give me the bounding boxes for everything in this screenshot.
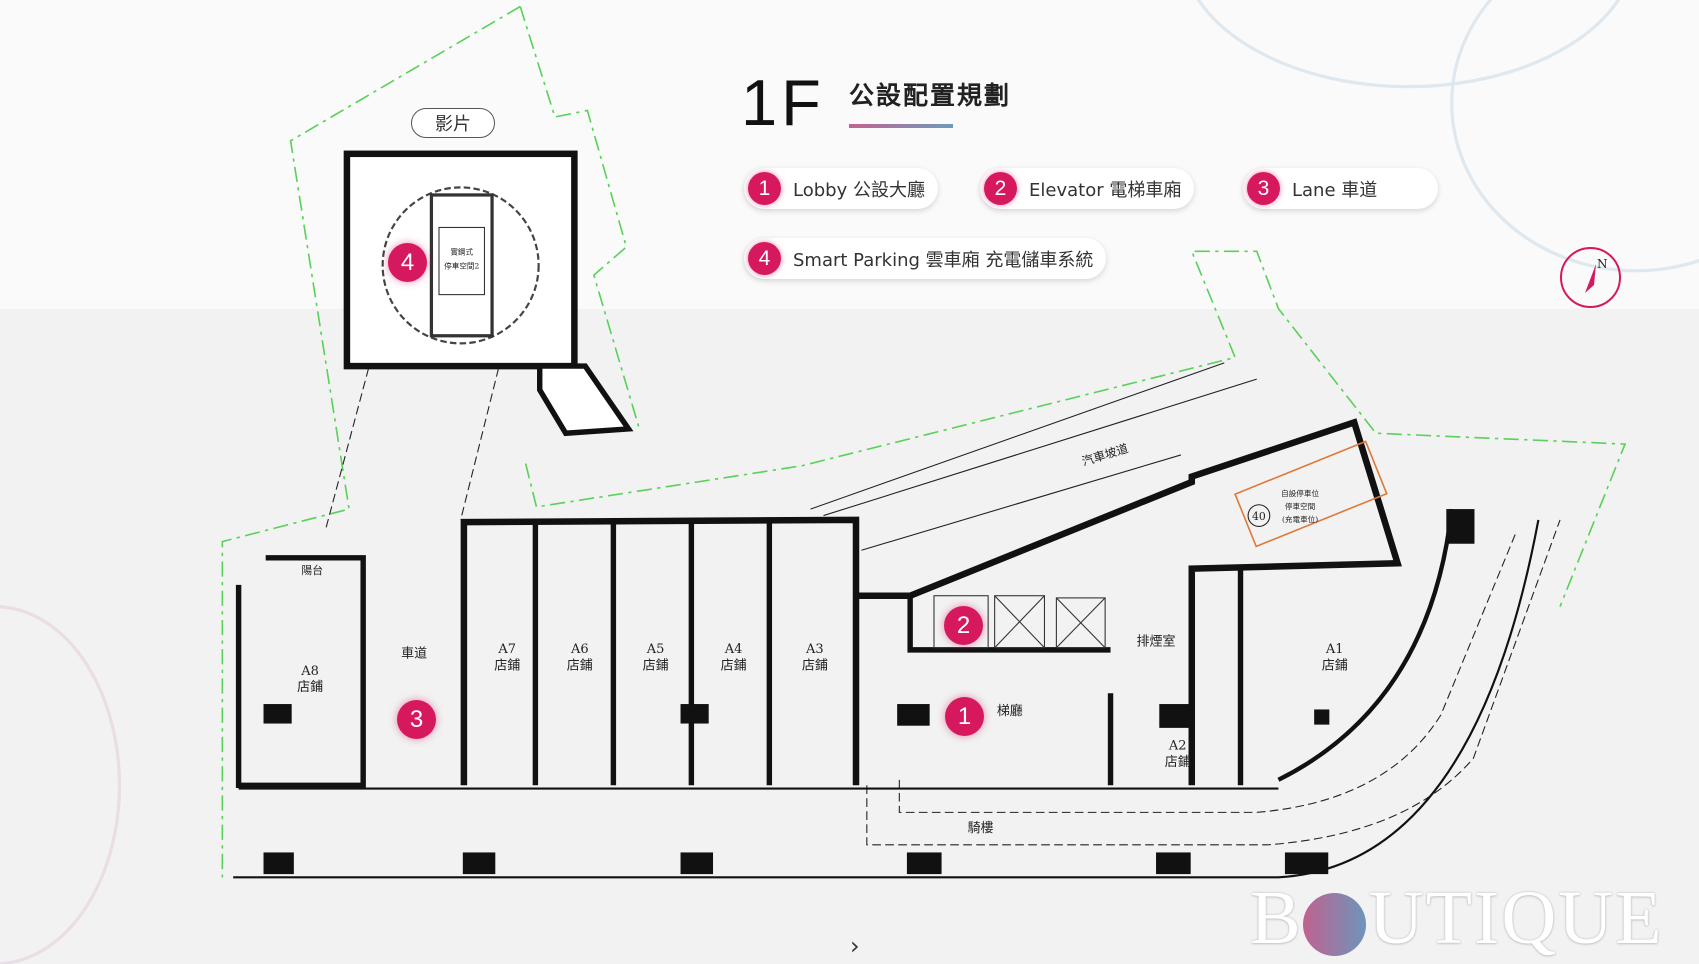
parking-count: 40 [1252, 510, 1266, 523]
parking-space: 40 自設停車位 停車空間 (充電車位) [1234, 440, 1388, 548]
parking-label: 自設停車位 [1281, 488, 1319, 498]
title-underline [849, 124, 953, 128]
marker-lobby[interactable]: 1 [945, 697, 984, 736]
smart-parking-label: 實鋼式 [450, 247, 473, 257]
brand-letter: B [1250, 876, 1303, 960]
parking-label: (充電車位) [1282, 514, 1318, 524]
legend-number: 2 [984, 172, 1017, 205]
dashed-guides [324, 368, 1561, 846]
lane-label: 車道 [401, 646, 427, 661]
shop-type: 店鋪 [567, 657, 593, 673]
floor-label: 1F [741, 66, 825, 139]
compass-north: N [1597, 257, 1608, 271]
shop-code: A7 [497, 642, 516, 657]
balcony-label: 陽台 [301, 563, 323, 577]
legend-lane[interactable]: 3 Lane 車道 [1243, 168, 1438, 209]
lobby-label: 梯廳 [997, 703, 1023, 719]
marker-smart-parking[interactable]: 4 [388, 243, 427, 282]
page-title: 公設配置規劃 [849, 81, 1012, 110]
next-arrow-icon[interactable]: › [850, 932, 860, 960]
shop-code: A8 [300, 664, 319, 679]
shop-type: 店鋪 [1322, 657, 1348, 673]
shop-type: 店鋪 [297, 679, 323, 695]
shop-code: A4 [724, 642, 743, 657]
brand-letters: UTIQUE [1368, 876, 1664, 960]
car-ramp: 汽車坡道 [810, 362, 1257, 551]
legend-label: Smart Parking 雲車廂 充電儲車系統 [793, 249, 1094, 271]
parking-label: 停車空間 [1285, 501, 1315, 511]
marker-lane[interactable]: 3 [397, 700, 436, 739]
shop-code: A3 [805, 642, 824, 657]
room-labels: A8 店鋪 A7 店鋪 A6 店鋪 A5 店鋪 A4 店鋪 A3 店鋪 A2 店… [297, 563, 1348, 836]
legend-label: Lobby 公設大廳 [793, 179, 925, 201]
legend-number: 3 [1247, 172, 1280, 205]
legend-elevator[interactable]: 2 Elevator 電梯車廂 [980, 168, 1195, 209]
ramp-label: 汽車坡道 [1080, 441, 1130, 468]
elevators [933, 595, 1106, 649]
video-button[interactable]: 影片 [411, 108, 495, 138]
shop-type: 店鋪 [721, 657, 747, 673]
site-boundary [221, 5, 1627, 878]
shop-type: 店鋪 [1165, 754, 1191, 770]
shop-type: 店鋪 [643, 657, 669, 673]
compass-icon: N [1560, 247, 1621, 308]
marker-elevator[interactable]: 2 [944, 606, 983, 645]
legend-label: Elevator 電梯車廂 [1029, 179, 1182, 201]
smart-parking-label: 停車空間2 [444, 261, 479, 271]
shop-type: 店鋪 [494, 657, 520, 673]
legend-number: 4 [748, 242, 781, 275]
arcade-label: 騎樓 [968, 821, 994, 836]
shop-code: A6 [570, 642, 589, 657]
columns [263, 509, 1475, 875]
shop-code: A1 [1325, 642, 1344, 657]
shop-type: 店鋪 [802, 657, 828, 673]
shop-code: A2 [1168, 739, 1187, 754]
legend-smart-parking[interactable]: 4 Smart Parking 雲車廂 充電儲車系統 [744, 238, 1107, 279]
smart-parking-room: 實鋼式 停車空間2 [343, 150, 634, 437]
legend-number: 1 [748, 172, 781, 205]
legend-lobby[interactable]: 1 Lobby 公設大廳 [744, 168, 938, 209]
legend-label: Lane 車道 [1292, 179, 1378, 201]
brand-orb [1303, 893, 1366, 956]
smoke-room-label: 排煙室 [1137, 634, 1176, 650]
shop-code: A5 [646, 642, 665, 657]
